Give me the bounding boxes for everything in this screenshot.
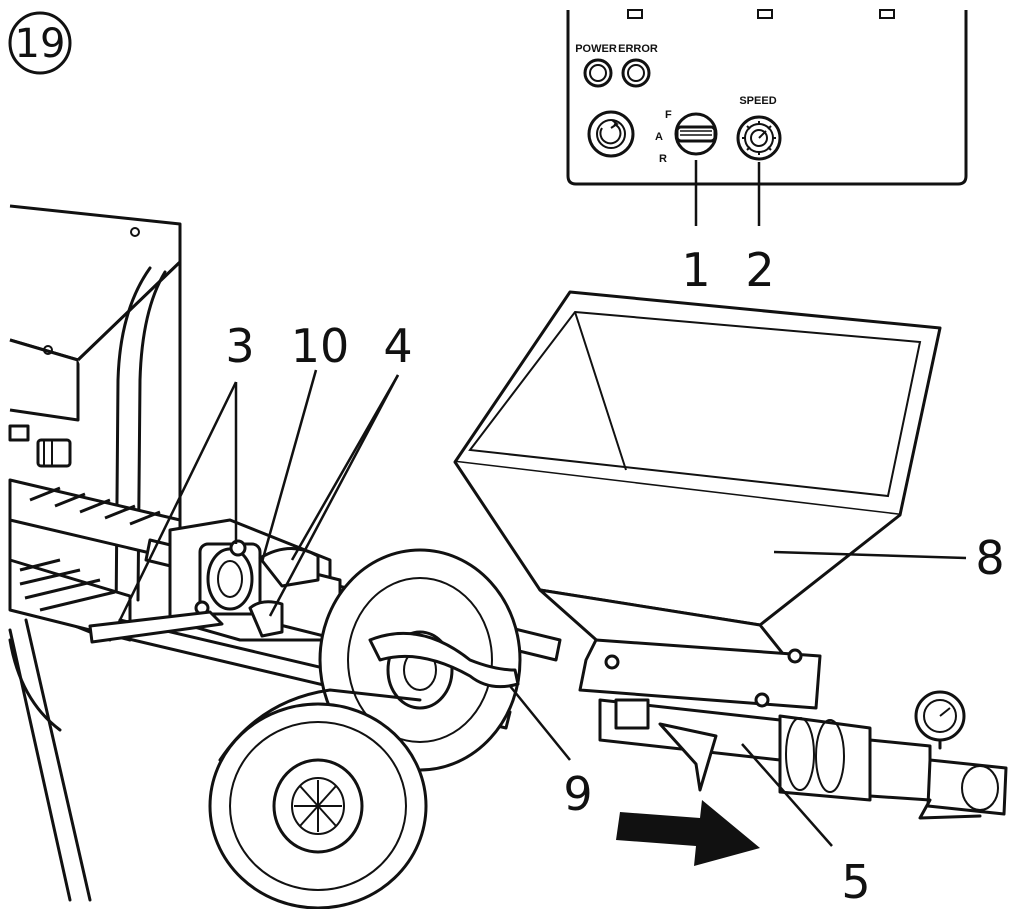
machine-body bbox=[8, 204, 1008, 909]
callout-4: 4 bbox=[383, 319, 412, 373]
speed-label: SPEED bbox=[739, 95, 776, 107]
figure-number-badge: 19 bbox=[8, 11, 72, 75]
pump-outlet bbox=[598, 690, 1008, 820]
front-wheel bbox=[208, 688, 428, 909]
arrow-right-icon bbox=[616, 800, 760, 866]
switch-label-f: F bbox=[665, 109, 672, 121]
reset-button-icon[interactable] bbox=[587, 110, 635, 158]
switch-label-a: A bbox=[655, 131, 663, 143]
leader-lines bbox=[118, 369, 967, 847]
speed-dial-knob[interactable] bbox=[736, 115, 782, 161]
direction-switch-knob[interactable] bbox=[674, 112, 718, 156]
error-label: ERROR bbox=[618, 43, 658, 55]
callout-8: 8 bbox=[975, 531, 1004, 585]
error-indicator-lamp bbox=[621, 58, 651, 88]
switch-label-r: R bbox=[659, 153, 667, 165]
callout-labels: 1 2 3 10 4 8 9 5 bbox=[225, 243, 1004, 909]
callout-1: 1 bbox=[681, 243, 710, 297]
pressure-gauge-icon bbox=[914, 690, 966, 750]
control-panel: POWER ERROR F A R SPEED bbox=[566, 9, 968, 186]
callout-9: 9 bbox=[563, 767, 592, 821]
callout-3: 3 bbox=[225, 319, 254, 373]
figure-number: 19 bbox=[15, 21, 66, 67]
callout-5: 5 bbox=[841, 855, 870, 909]
callout-10: 10 bbox=[291, 319, 350, 373]
callout-2: 2 bbox=[745, 243, 774, 297]
power-indicator-lamp bbox=[583, 58, 613, 88]
power-label: POWER bbox=[575, 43, 617, 55]
hopper bbox=[453, 290, 942, 710]
